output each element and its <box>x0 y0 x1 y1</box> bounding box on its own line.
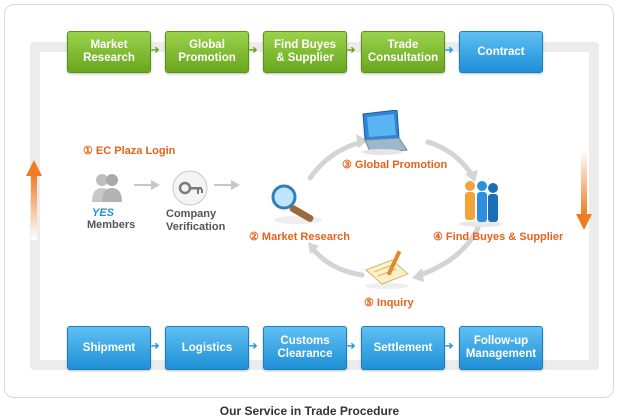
login-title: ① EC Plaza Login <box>83 145 176 157</box>
flow-arrow-icon <box>134 180 160 190</box>
magnifier-icon <box>271 184 322 224</box>
step-contract[interactable]: Contract <box>459 31 543 73</box>
step-arrow-icon: ➔ <box>445 45 454 56</box>
cycle-arrows <box>307 134 481 282</box>
step-shipment[interactable]: Shipment <box>67 326 151 370</box>
step-arrow-icon: ➔ <box>151 341 160 352</box>
step-arrow-icon: ➔ <box>249 45 258 56</box>
step-customs-clearance[interactable]: Customs Clearance <box>263 326 347 370</box>
step-find-buyers[interactable]: Find Buyes & Supplier <box>263 31 347 73</box>
flow-arrow-icon <box>214 180 240 190</box>
step-global-promotion[interactable]: Global Promotion <box>165 31 249 73</box>
step-follow-up-management[interactable]: Follow-up Management <box>459 326 543 370</box>
step-arrow-icon: ➔ <box>445 341 454 352</box>
yes-label: YES <box>92 207 115 219</box>
inquiry-notepad-icon <box>365 250 409 289</box>
inquiry-label: ⑤ Inquiry <box>364 297 414 309</box>
members-label: Members <box>87 219 136 231</box>
find-buyers-label: ④ Find Buyes & Supplier <box>433 231 564 243</box>
step-logistics[interactable]: Logistics <box>165 326 249 370</box>
step-arrow-icon: ➔ <box>347 45 356 56</box>
company-verification-label: Company Verification <box>166 208 226 233</box>
key-verification-icon <box>172 170 208 206</box>
members-icon <box>92 174 122 202</box>
step-trade-consultation[interactable]: Trade Consultation <box>361 31 445 73</box>
market-research-label: ② Market Research <box>249 231 350 243</box>
step-market-research[interactable]: Market Research <box>67 31 151 73</box>
step-settlement[interactable]: Settlement <box>361 326 445 370</box>
left-up-arrow <box>26 160 42 240</box>
step-arrow-icon: ➔ <box>347 341 356 352</box>
laptop-icon <box>362 110 408 155</box>
diagram-caption: Our Service in Trade Procedure <box>219 404 400 418</box>
step-arrow-icon: ➔ <box>151 45 160 56</box>
right-down-arrow <box>576 150 592 230</box>
step-arrow-icon: ➔ <box>249 341 258 352</box>
global-promotion-label: ③ Global Promotion <box>342 159 448 171</box>
buyers-suppliers-icon <box>459 181 503 227</box>
